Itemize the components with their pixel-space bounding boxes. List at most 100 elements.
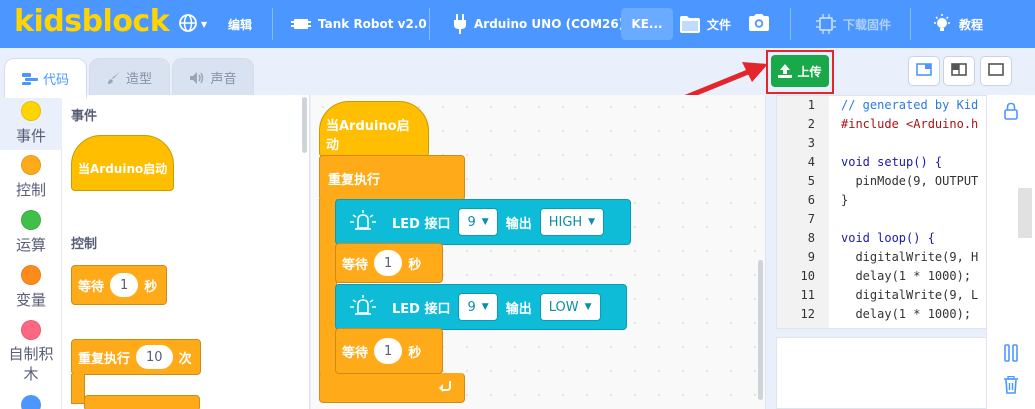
pin-dropdown[interactable]: 9▼ [458,293,498,321]
extension-button[interactable]: KE... [621,8,673,40]
view-mode-small-stage-button[interactable] [908,56,940,86]
category-color-dot [21,320,41,340]
edit-menu[interactable]: 编辑 [228,0,252,48]
tab-costume[interactable]: 造型 [89,58,170,96]
wait-seconds-input[interactable]: 1 [110,273,139,297]
line-number: 9 [807,250,815,264]
device-connection[interactable]: Arduino UNO (COM26) [453,0,624,48]
robot-label: Tank Robot v2.0 [318,17,427,31]
script-block-wait[interactable]: 等待 1 秒 [335,243,443,283]
palette-block-when-arduino-starts[interactable]: 当Arduino启动 [71,135,175,191]
script-block-wait[interactable]: 等待 1 秒 [335,328,443,374]
tutorial-button[interactable]: 教程 [932,0,983,48]
code-line: // generated by Kid [841,98,979,112]
led-icon [350,295,376,319]
tab-code[interactable]: 代码 [4,58,87,98]
code-line: digitalWrite(9, H [841,250,979,264]
chevron-down-icon: ▼ [201,19,208,29]
menu-bar: kidsblock ▼ 编辑 Tank Robot v2.0 Arduino U… [0,0,1035,48]
line-number: 4 [807,155,815,169]
repeat-count-input[interactable]: 10 [136,345,173,369]
level-dropdown[interactable]: HIGH▼ [539,208,605,236]
dropdown-arrow-icon: ▼ [588,217,596,227]
lightbulb-icon [932,14,952,34]
script-block-led-output-high[interactable]: LED 接口 9▼ 输出 HIGH▼ [335,199,631,245]
download-firmware-label: 下载固件 [843,17,892,32]
lock-icon[interactable] [999,99,1023,123]
tab-sound[interactable]: 声音 [172,58,254,96]
block-label: 输出 [505,216,532,232]
script-block-forever[interactable]: 重复执行 [319,155,465,201]
dropdown-arrow-icon: ▼ [481,217,489,227]
category-operators[interactable]: 运算 [0,210,62,255]
palette-scrollbar[interactable] [302,97,307,153]
menu-divider [790,8,791,40]
language-menu[interactable]: ▼ [178,0,207,48]
wait-seconds-input[interactable]: 1 [374,338,403,364]
category-color-dot [21,155,41,175]
palette-block-repeat[interactable]: 重复执行 10 次 [71,339,201,375]
extension-label: KE... [631,17,663,31]
category-variables[interactable]: 变量 [0,265,62,310]
workspace-scrollbar[interactable] [758,260,763,400]
robot-selector[interactable]: Tank Robot v2.0 [291,0,427,48]
palette-section-heading: 控制 [71,237,98,252]
wait-seconds-input[interactable]: 1 [374,250,403,276]
code-scrollbar[interactable] [1018,188,1032,238]
palette-block-wait[interactable]: 等待 1 秒 [71,265,167,305]
level-dropdown[interactable]: LOW ▼ [539,293,601,321]
robot-board-icon [291,16,311,32]
download-firmware-button[interactable]: 下载固件 [816,0,891,48]
code-line: } [841,193,849,207]
code-line: void setup() { [841,155,943,169]
category-label: 控制 [15,181,46,199]
palette-section-heading: 事件 [71,109,98,124]
line-number: 6 [807,193,815,207]
screenshot-button[interactable] [749,0,769,48]
level-value: LOW [548,299,579,315]
category-events[interactable]: 事件 [0,95,62,150]
serial-output-panel[interactable] [776,337,986,409]
forever-block-footer [319,373,465,403]
block-label: 秒 [408,345,422,361]
block-label: 输出 [505,301,532,317]
menu-divider [272,8,273,40]
line-number: 7 [807,212,815,226]
app-logo: kidsblock [14,4,170,39]
split-view-icon [951,63,967,79]
pin-dropdown[interactable]: 9▼ [458,208,498,236]
code-editor[interactable]: 1 2 3 4 5 6 7 8 9 10 11 12 // generated … [776,95,986,329]
annotation-arrow [681,62,768,101]
script-block-when-arduino-starts[interactable]: 当Arduino启动 [319,101,429,157]
trash-icon[interactable] [999,373,1023,397]
speaker-icon [189,71,205,85]
repeat-block-arm [71,374,85,404]
block-label: 当Arduino启动 [78,161,168,176]
category-color-dot [21,265,41,285]
category-control[interactable]: 控制 [0,155,62,200]
tab-code-label: 代码 [42,73,69,88]
board-label: Arduino UNO (COM26) [474,17,625,31]
upload-button[interactable]: 上传 [771,55,829,87]
category-my-blocks[interactable]: 自制积木 [0,320,62,384]
block-label: 秒 [408,257,422,273]
dropdown-arrow-icon: ▼ [584,302,592,312]
script-block-led-output-low[interactable]: LED 接口 9▼ 输出 LOW▼ [335,284,627,330]
menu-divider [910,8,911,40]
pin-value: 9 [467,299,476,315]
pause-icon[interactable] [999,341,1023,365]
chip-icon [816,14,836,34]
block-label: 秒 [144,279,158,295]
line-number: 10 [800,269,815,283]
category-color-dot [21,395,41,409]
block-label: 重复执行 [328,172,381,188]
view-mode-full-button[interactable] [980,56,1012,86]
block-palette: 事件 当Arduino启动 控制 等待 1 秒 重复执行 10 次 [62,95,310,409]
block-label: 等待 [78,279,105,295]
script-workspace[interactable]: 当Arduino启动 重复执行 LED 接口 9▼ 输出 HIGH▼ 等待 1 … [311,95,766,409]
code-blocks-icon [21,72,38,85]
file-menu[interactable]: 文件 [680,0,731,48]
view-mode-split-button[interactable] [943,56,975,86]
code-line: #include <Arduino.h [841,117,979,131]
upload-label: 上传 [797,64,822,79]
